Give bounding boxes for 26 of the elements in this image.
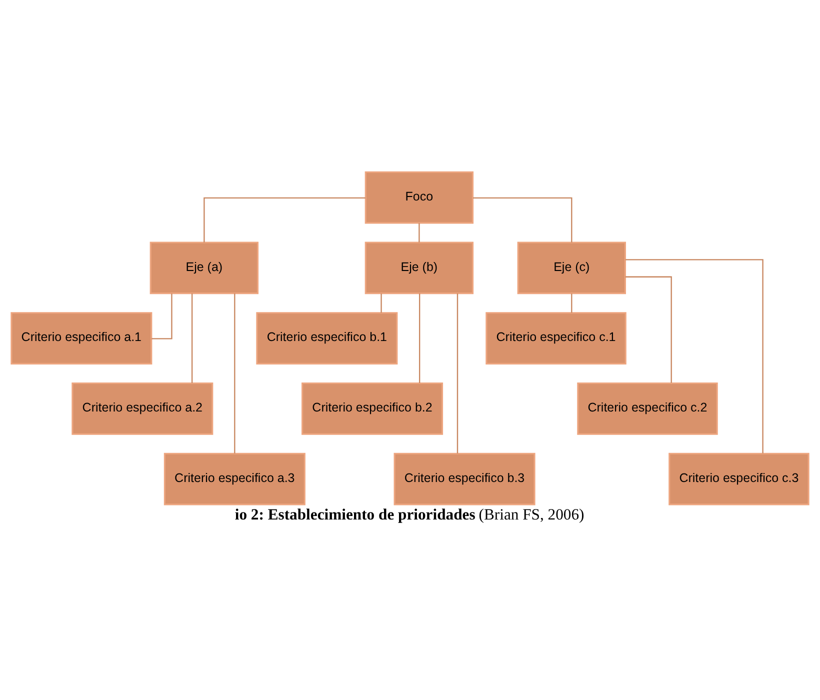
- caption: io 2: Establecimiento de prioridades (Brian FS, 2006): [234, 506, 584, 524]
- connector: [625, 259, 764, 454]
- connector: [191, 293, 193, 384]
- connector: [456, 293, 458, 454]
- connector: [472, 197, 572, 242]
- node-box: Criterio especifico c.1: [486, 312, 626, 364]
- connector: [625, 276, 672, 383]
- node-box: Criterio especifico a.3: [164, 452, 306, 506]
- node-box: Criterio especifico a.2: [72, 382, 214, 435]
- node-box: Eje (a): [150, 242, 259, 294]
- connector: [380, 294, 382, 313]
- node-box: Criterio especifico b.2: [302, 382, 444, 435]
- connector: [419, 293, 420, 384]
- connector: [234, 293, 236, 454]
- connector: [204, 197, 366, 242]
- node-box: Criterio especifico b.1: [256, 312, 398, 364]
- connector: [418, 223, 420, 242]
- connector: [151, 293, 172, 340]
- node-box: Foco: [364, 171, 474, 224]
- node-box: Criterio especifico c.3: [668, 452, 810, 506]
- node-box: Criterio especifico c.2: [577, 382, 718, 435]
- node-box: Criterio especifico a.1: [10, 312, 152, 364]
- node-box: Eje (b): [364, 242, 474, 294]
- node-box: Eje (c): [517, 242, 626, 294]
- node-box: Criterio especifico b.3: [394, 452, 536, 506]
- connector: [571, 294, 572, 313]
